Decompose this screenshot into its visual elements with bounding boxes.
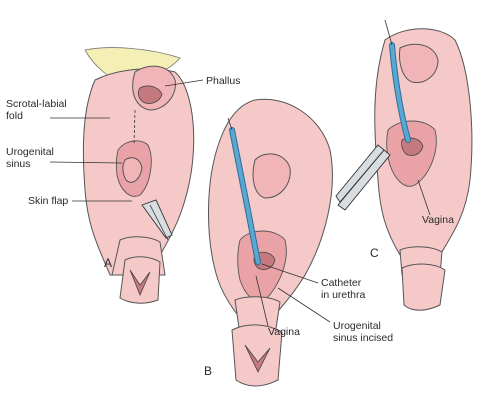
label-scrotal-labial-line2: fold: [6, 110, 23, 122]
label-urogenital-sinus-line1: Urogenital: [6, 146, 54, 158]
label-catheter-line1: Catheter: [321, 277, 362, 289]
leader-lines: [49, 79, 431, 327]
label-catheter-line2: in urethra: [321, 289, 366, 301]
label-scrotal-labial-line1: Scrotal-labial: [6, 98, 67, 110]
panel-label-b: B: [204, 364, 213, 378]
label-sinus-incised-line2: sinus incised: [333, 332, 394, 344]
label-sinus-incised-line1: Urogenital: [333, 320, 381, 332]
label-phallus: Phallus: [206, 75, 241, 87]
panel-c-figure: [335, 19, 473, 311]
label-vagina-b: Vagina: [268, 326, 300, 338]
label-vagina-c: Vagina: [422, 214, 454, 226]
panel-label-a: A: [104, 256, 113, 270]
label-skin-flap: Skin flap: [28, 195, 69, 207]
label-urogenital-sinus-line2: sinus: [6, 158, 31, 170]
panel-b-figure: [208, 98, 333, 387]
panel-a-figure: [82, 47, 195, 304]
panel-label-c: C: [370, 246, 379, 260]
